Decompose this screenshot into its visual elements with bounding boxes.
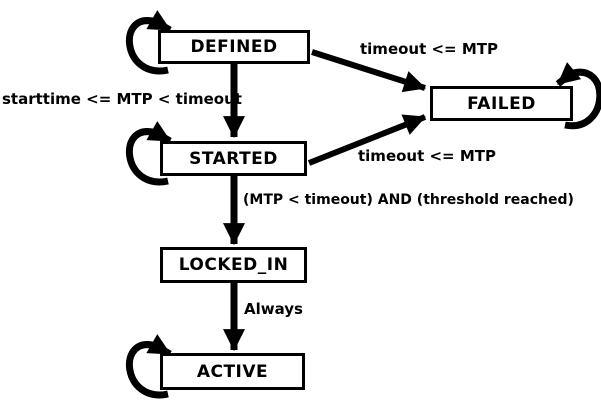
- edge-label-started-to-locked-in: (MTP < timeout) AND (threshold reached): [243, 192, 574, 208]
- self-loop-defined: [125, 10, 172, 75]
- edge-label-defined-to-started: starttime <= MTP < timeout: [2, 90, 242, 108]
- arrow-started-to-failed: [307, 114, 427, 166]
- state-active: ACTIVE: [160, 353, 305, 390]
- state-failed: FAILED: [430, 86, 573, 121]
- state-defined: DEFINED: [158, 30, 310, 64]
- self-loop-failed: [555, 62, 601, 130]
- state-locked-in: LOCKED_IN: [160, 247, 307, 283]
- edge-label-locked-in-to-active: Always: [244, 300, 303, 318]
- self-loop-started: [125, 121, 172, 186]
- self-loop-active: [125, 334, 172, 399]
- arrow-defined-to-failed: [311, 49, 427, 93]
- edge-label-started-to-failed: timeout <= MTP: [358, 147, 497, 165]
- state-started: STARTED: [160, 141, 307, 176]
- edge-label-defined-to-failed: timeout <= MTP: [360, 40, 499, 58]
